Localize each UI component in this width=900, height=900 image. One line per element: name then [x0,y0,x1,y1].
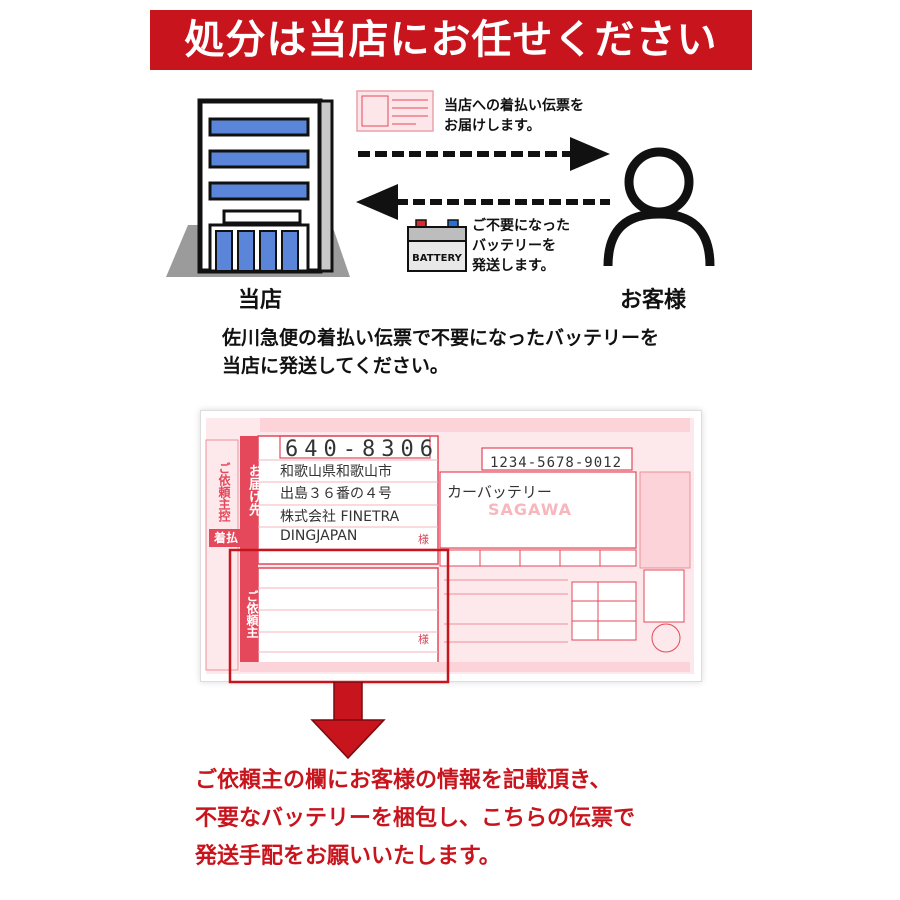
slip-sender-copy-label: ご依頼主控 [217,462,231,522]
slip-recipient-label: お届け先 [246,464,261,516]
flow-message-line: 発送します。 [472,258,555,274]
footer-instructions: ご依頼主の欄にお客様の情報を記載頂き、 不要なバッテリーを梱包し、こちらの伝票で… [195,762,635,876]
slip-postal-code: 640-8306 [285,437,439,462]
customer-label: お客様 [620,288,687,313]
slip-phone-number: 1234-5678-9012 [490,455,623,471]
flow-message-line: 当店への着払い伝票を [444,98,584,114]
arrow-right-dashed-icon [358,137,610,171]
flow-message-line: ご不要になった [472,218,570,234]
description-line: 佐川急便の着払い伝票で不要になったバッテリーを [222,327,660,349]
battery-icon: BATTERY [407,219,467,272]
slip-collect-on-delivery-badge: 着払 [209,529,243,547]
store-building-illustration [166,98,350,277]
person-icon [603,147,715,267]
slip-item-name: カーバッテリー [447,483,552,501]
flow-message-line: お届けします。 [444,118,541,134]
flow-message-line: バッテリーを [472,238,556,254]
description-line: 当店に発送してください。 [222,355,449,377]
footer-line: 不要なバッテリーを梱包し、こちらの伝票で [195,806,636,831]
slip-address-line: 株式会社 FINETRA [280,509,400,525]
slip-sender-label: ご依頼主 [245,590,259,638]
battery-label: BATTERY [412,253,462,264]
slip-honorific-to: 様 [418,533,429,546]
banner-title: 処分は当店にお任せください [184,17,718,63]
page-banner: 処分は当店にお任せください [150,10,752,70]
sender-section-highlight [228,548,450,684]
footer-line: 発送手配をお願いいたします。 [195,844,501,869]
slip-honorific-from: 様 [418,633,429,646]
footer-line: ご依頼主の欄にお客様の情報を記載頂き、 [195,768,612,793]
flow-message-to-store: ご不要になった バッテリーを 発送します。 [472,216,570,276]
shipping-slip-thumbnail-icon [356,90,434,132]
instruction-description: 佐川急便の着払い伝票で不要になったバッテリーを 当店に発送してください。 [222,324,659,380]
slip-address-line: DINGJAPAN [280,528,358,544]
store-label: 当店 [238,288,283,313]
shipping-slip-form-lines [205,418,694,674]
flow-message-to-customer: 当店への着払い伝票を お届けします。 [444,96,584,136]
slip-address-line: 出島３６番の４号 [280,486,392,502]
arrow-down-icon [310,682,386,760]
arrow-left-dashed-icon [356,184,610,220]
slip-address-line: 和歌山県和歌山市 [280,464,392,480]
slip-watermark: SAGAWA [488,500,573,519]
